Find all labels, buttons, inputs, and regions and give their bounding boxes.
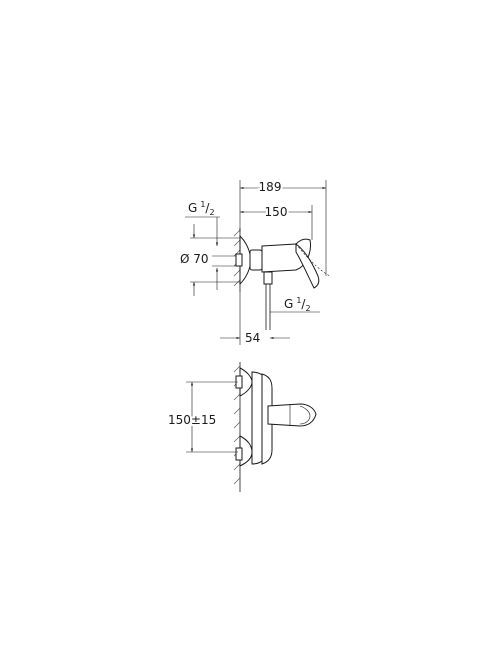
shower-outlet xyxy=(263,271,273,285)
front-lever-handle xyxy=(267,403,317,427)
lever-handle xyxy=(295,242,320,289)
flange-nut xyxy=(235,253,243,267)
front-view: 150±15 xyxy=(166,362,317,492)
dim-189-label: 189 xyxy=(259,180,282,194)
diameter-70-label: Ø 70 xyxy=(180,252,209,266)
dim-150-15-label: 150±15 xyxy=(168,413,216,427)
dim-150-label: 150 xyxy=(265,205,288,219)
eccentric-connector xyxy=(249,249,263,271)
dim-54-label: 54 xyxy=(245,331,260,345)
